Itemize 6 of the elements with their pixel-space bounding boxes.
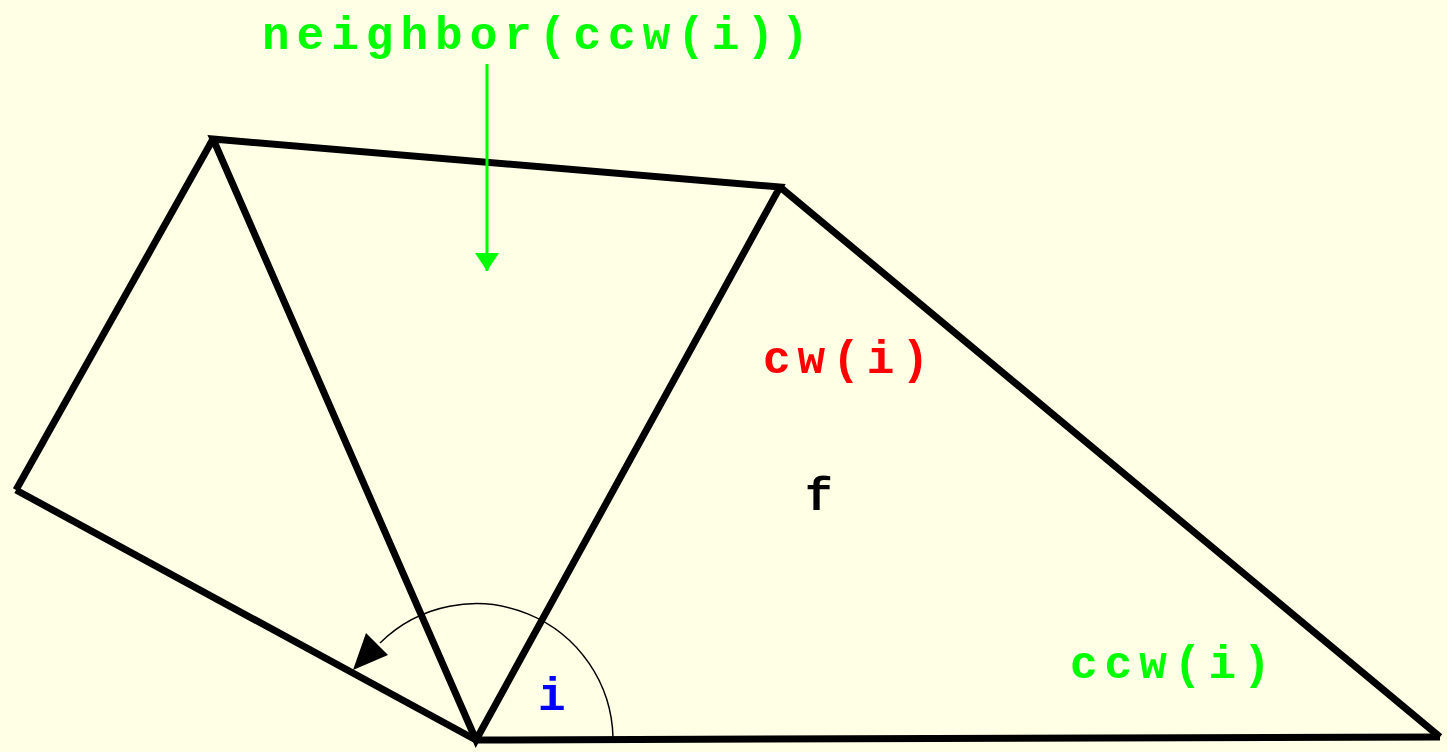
- vertex-label: cw(i): [763, 338, 937, 384]
- arrow: [475, 64, 499, 271]
- vertex-label: i: [538, 675, 573, 721]
- vertex-label: f: [805, 475, 840, 521]
- face-label: neighbor(ccw(i)): [262, 14, 816, 60]
- vertex-label: ccw(i): [1070, 643, 1278, 689]
